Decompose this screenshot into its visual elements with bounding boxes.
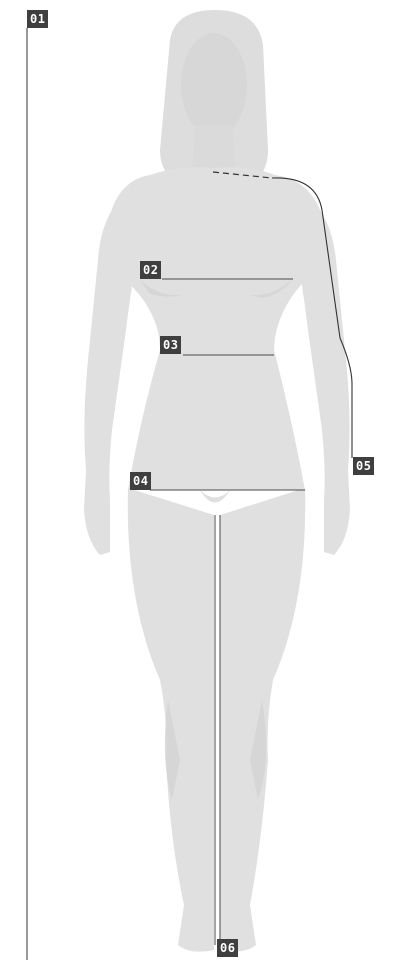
hip-label: 04 xyxy=(130,472,151,490)
body-silhouette xyxy=(84,10,350,952)
arm-length-label: 05 xyxy=(353,457,374,475)
waist-label: 03 xyxy=(160,336,181,354)
inseam-label: 06 xyxy=(217,939,238,957)
height-label: 01 xyxy=(27,10,48,28)
bust-label: 02 xyxy=(140,261,161,279)
